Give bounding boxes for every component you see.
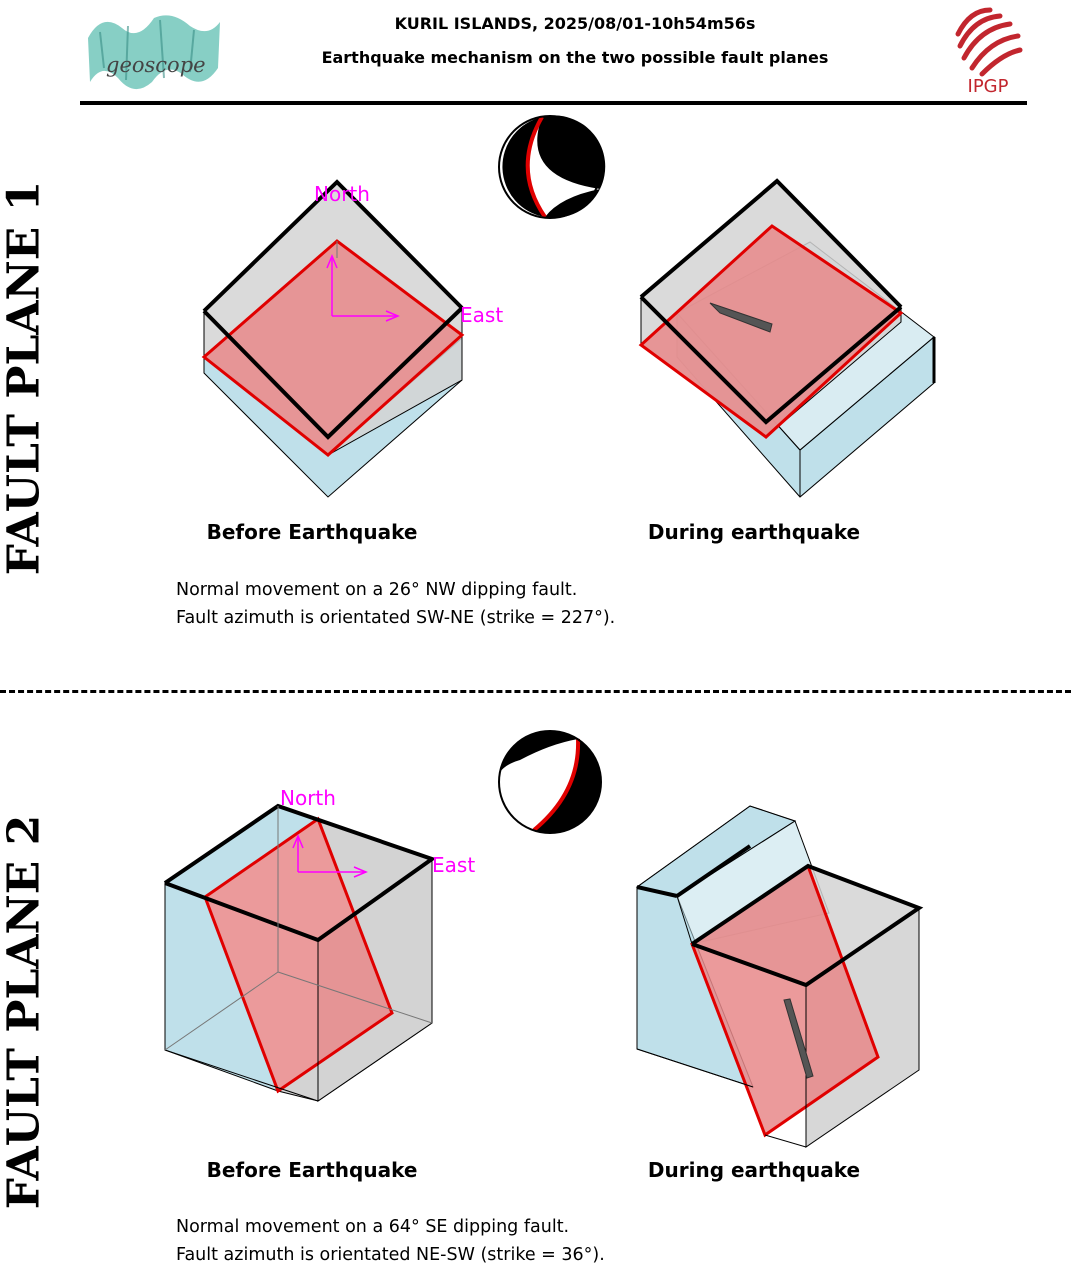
header-rule xyxy=(80,101,1027,105)
description-2-line2: Fault azimuth is orientated NE-SW (strik… xyxy=(176,1245,605,1265)
description-2: Normal movement on a 64° SE dipping faul… xyxy=(176,1213,605,1269)
during-block-2 xyxy=(635,805,924,1148)
ipgp-logo: IPGP xyxy=(950,4,1026,98)
before-block-1 xyxy=(201,179,465,498)
description-1-line2: Fault azimuth is orientated SW-NE (strik… xyxy=(176,608,616,628)
caption-before-1: Before Earthquake xyxy=(206,520,418,544)
description-2-line1: Normal movement on a 64° SE dipping faul… xyxy=(176,1217,570,1237)
description-1: Normal movement on a 26° NW dipping faul… xyxy=(176,576,615,632)
description-1-line1: Normal movement on a 26° NW dipping faul… xyxy=(176,580,578,600)
beachball-2 xyxy=(498,730,602,834)
caption-during-1: During earthquake xyxy=(647,520,861,544)
caption-during-2: During earthquake xyxy=(647,1158,861,1182)
before-block-2 xyxy=(163,803,437,1102)
fault-plane-2-diagram: North East xyxy=(163,730,924,1148)
page-subtitle: Earthquake mechanism on the two possible… xyxy=(321,48,829,67)
panel-separator xyxy=(0,690,1071,693)
axes-1: North East xyxy=(314,182,503,327)
during-block-1 xyxy=(638,178,936,498)
north-label-2: North xyxy=(280,786,336,810)
geoscope-logo: geoscope xyxy=(82,8,224,96)
east-label-2: East xyxy=(432,853,475,877)
north-label-1: North xyxy=(314,182,370,206)
caption-before-2: Before Earthquake xyxy=(206,1158,418,1182)
east-label-1: East xyxy=(460,303,503,327)
ipgp-logo-text: IPGP xyxy=(968,76,1009,97)
beachball-1 xyxy=(498,115,606,219)
geoscope-logo-text: geoscope xyxy=(106,53,206,77)
axes-2: North East xyxy=(280,786,475,878)
fault-plane-1-diagram: North East xyxy=(201,115,936,498)
page-title: KURIL ISLANDS, 2025/08/01-10h54m56s xyxy=(394,14,756,33)
